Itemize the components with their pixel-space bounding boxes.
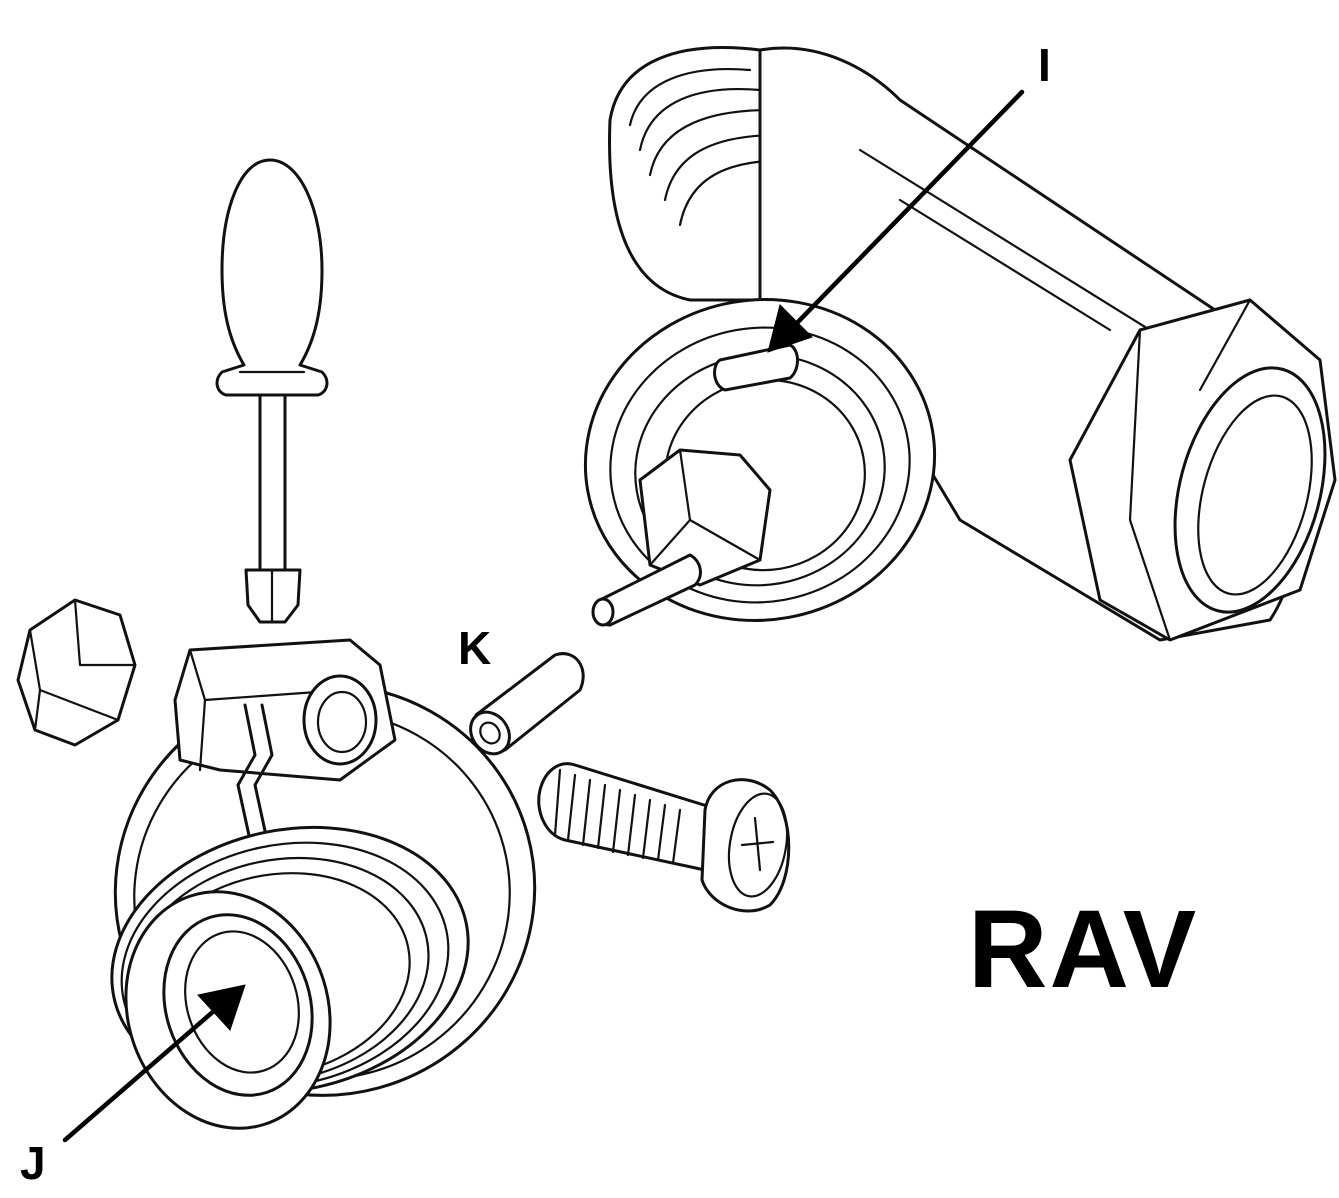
valve-body-icon bbox=[583, 46, 1337, 642]
screwdriver-icon bbox=[215, 158, 329, 624]
callout-j: J bbox=[20, 1137, 46, 1189]
hex-nut-icon bbox=[16, 598, 137, 747]
model-label: RAV bbox=[968, 888, 1199, 1011]
pin-sleeve-icon bbox=[469, 652, 585, 756]
arrow-i bbox=[767, 89, 1025, 353]
callout-i: I bbox=[1038, 39, 1051, 91]
arrow-j bbox=[62, 984, 246, 1143]
screw-icon bbox=[537, 762, 791, 913]
callout-k: K bbox=[458, 622, 492, 674]
